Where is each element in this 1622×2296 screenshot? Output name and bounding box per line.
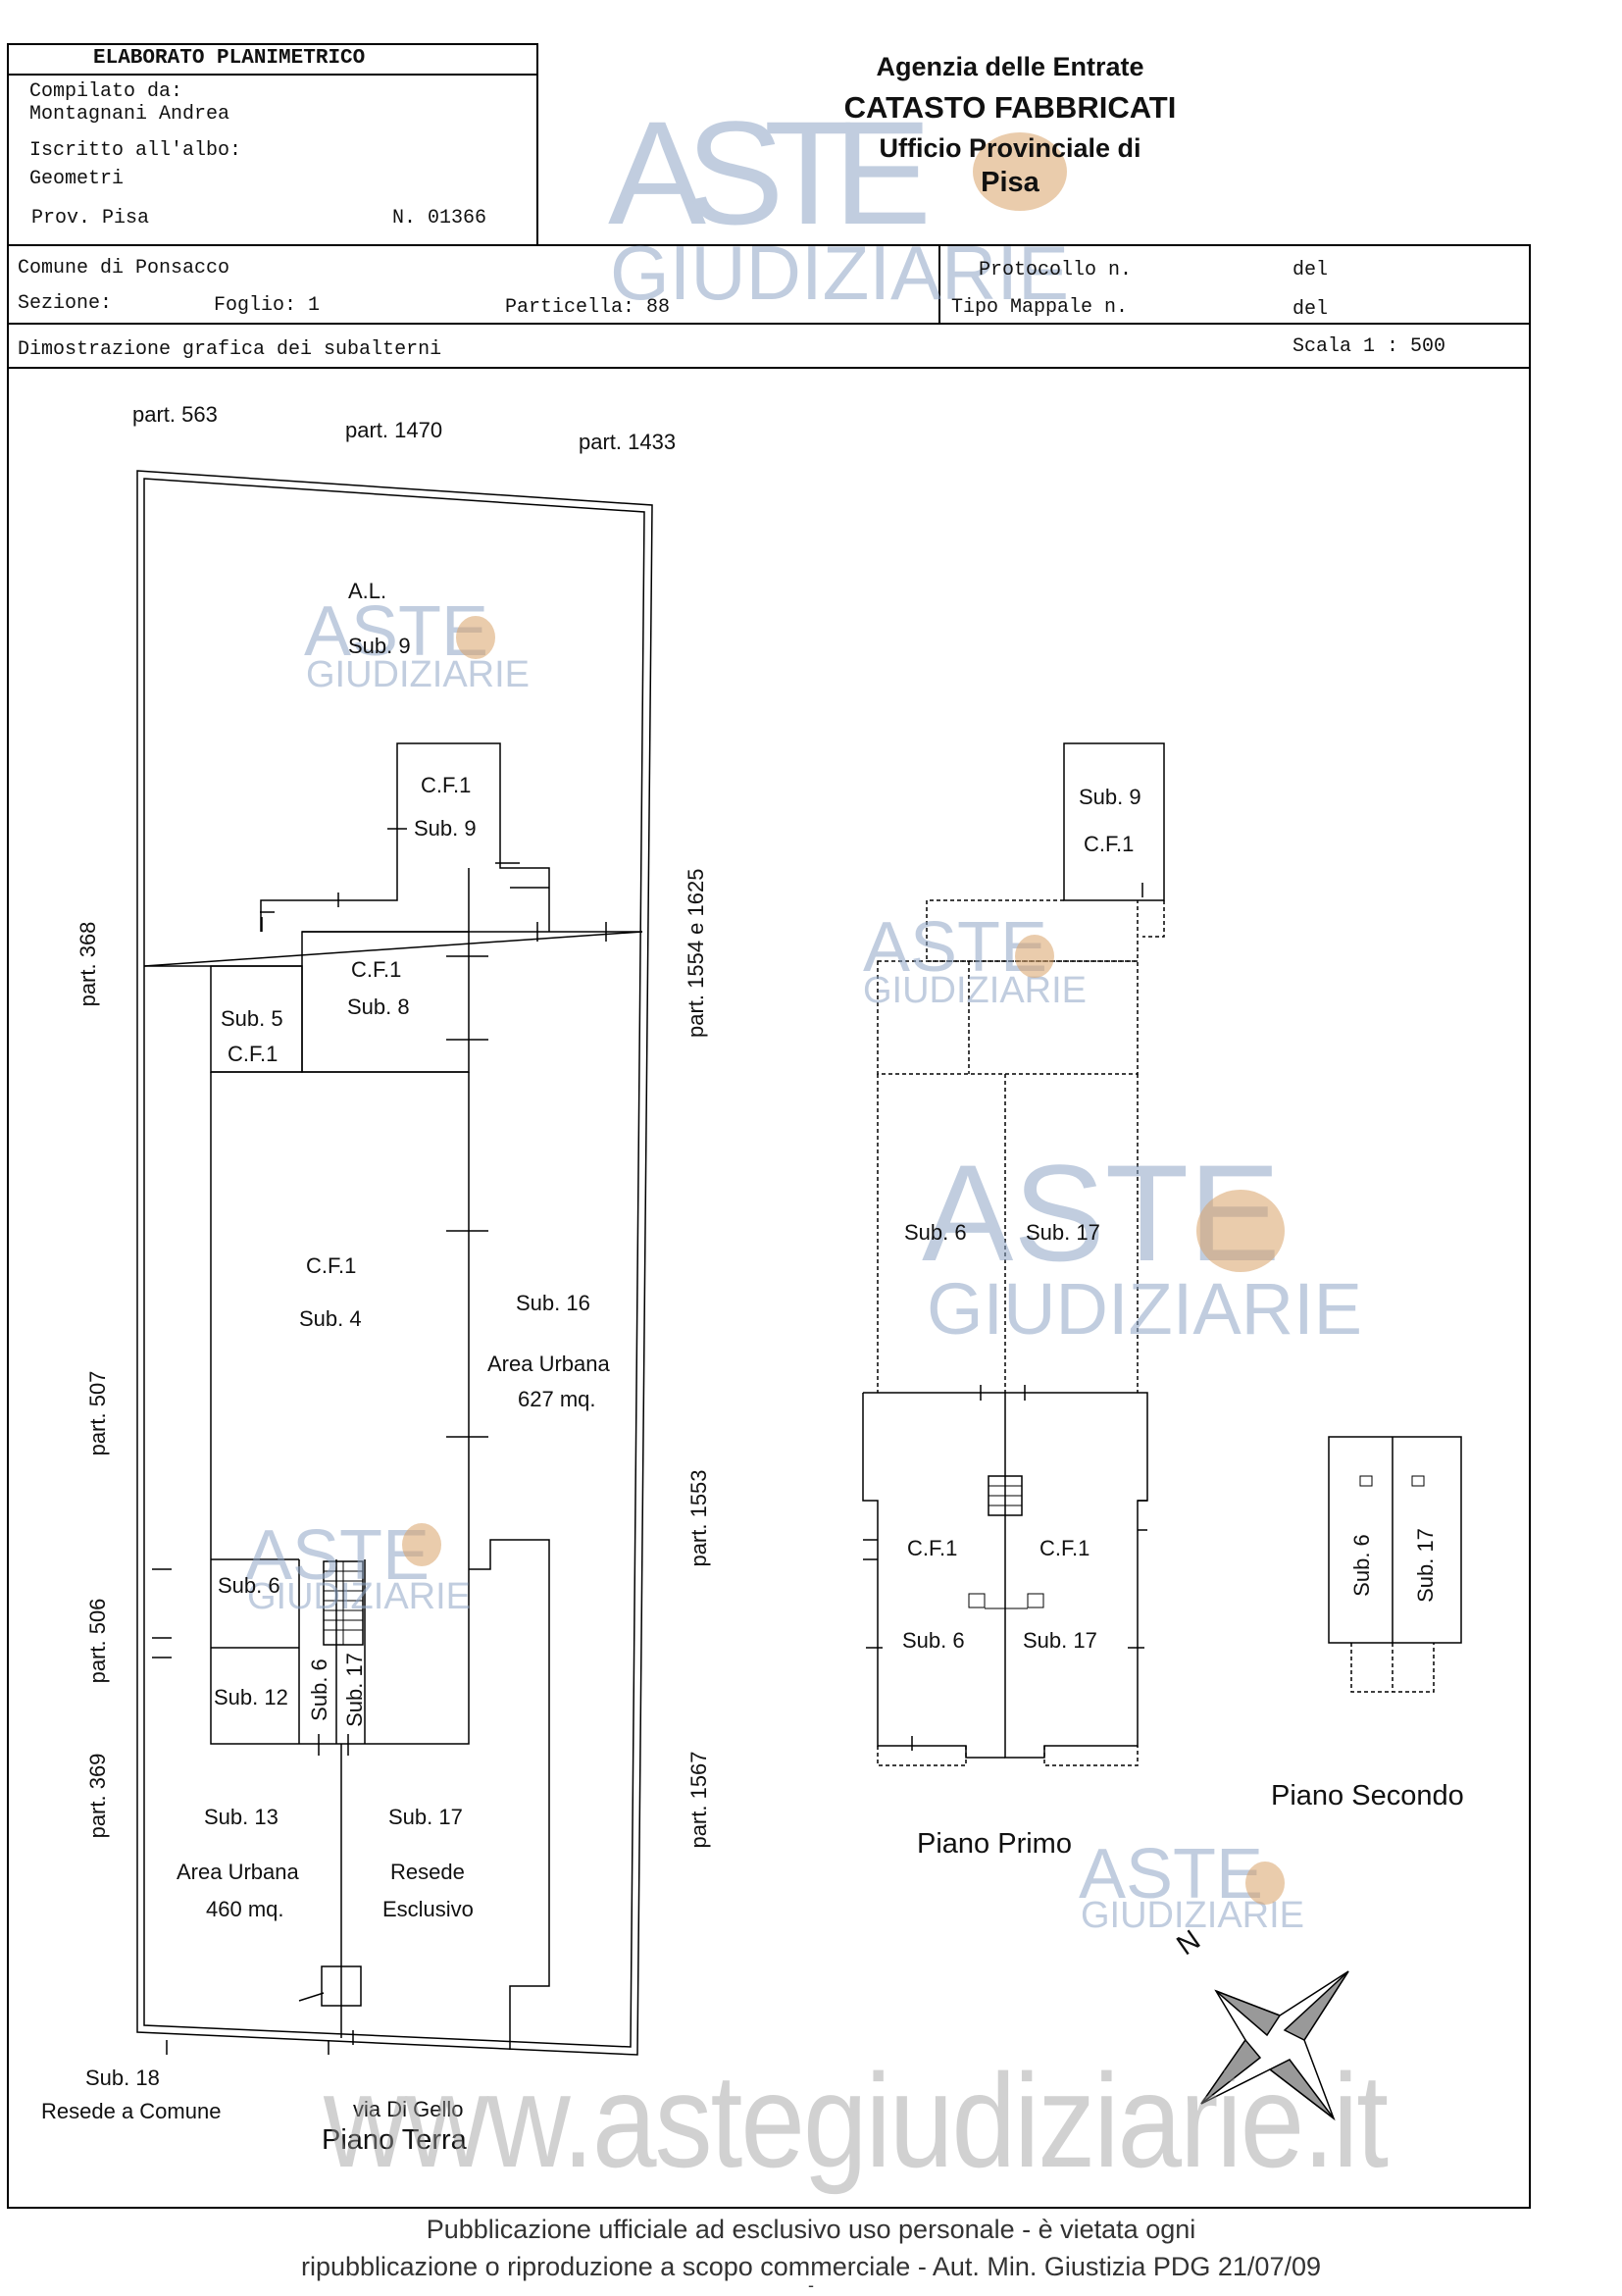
sub6-ground-label: Sub. 6 [218,1573,280,1598]
first-floor-sub6-room-label: Sub. 6 [902,1628,965,1653]
sub5-label: Sub. 5 [221,1006,283,1031]
first-floor-title: Piano Primo [917,1828,1072,1860]
footer-line-1: Pubblicazione ufficiale ad esclusivo uso… [426,2215,1196,2244]
area-urbana-627-label: Area Urbana [487,1352,610,1376]
parcel-368-label: part. 368 [76,921,100,1007]
svg-text:ASTE: ASTE [1079,1835,1263,1913]
svg-text:ASTE: ASTE [245,1516,430,1595]
sub16-label: Sub. 16 [516,1291,590,1315]
sub6-vertical-label: Sub. 6 [307,1658,331,1721]
parcel-1433-label: part. 1433 [579,430,677,454]
svg-text:GIUDIZIARIE: GIUDIZIARIE [863,970,1087,1011]
protocollo-date-label: del [1293,259,1329,281]
office-city: Pisa [981,167,1039,198]
parcel-563-label: part. 563 [132,402,218,427]
svg-text:GIUDIZIARIE: GIUDIZIARIE [306,654,530,695]
sub18-label: Sub. 18 [85,2066,160,2090]
esclusivo-label: Esclusivo [382,1897,474,1921]
area-460-mq-label: 460 mq. [206,1897,284,1921]
sub17-ground-label: Sub. 17 [388,1805,463,1829]
svg-text:GIUDIZIARIE: GIUDIZIARIE [247,1576,471,1617]
document-title: ELABORATO PLANIMETRICO [93,47,366,70]
agency-name: Agenzia delle Entrate [876,52,1144,81]
cf1-sub8-label: C.F.1 [351,957,402,982]
resede-label: Resede [390,1860,465,1884]
sub8-label: Sub. 8 [347,995,410,1019]
section-title: Dimostrazione grafica dei subalterni [18,338,442,361]
sezione-label: Sezione: [18,292,113,315]
first-floor-sub6-label: Sub. 6 [904,1220,967,1245]
drawing-frame [7,367,1531,2209]
first-floor-sub17-label: Sub. 17 [1026,1220,1100,1245]
comune-label: Comune di Ponsacco [18,257,230,280]
first-floor-cf1-right-label: C.F.1 [1039,1536,1090,1560]
compiled-label: Compilato da: [29,80,183,103]
registration-number: N. 01366 [392,207,487,230]
cf1-sub5-label: C.F.1 [228,1042,279,1066]
ground-floor-plan [136,470,653,2056]
sub9-courtyard-label: Sub. 9 [348,634,411,658]
first-floor-sub17-room-label: Sub. 17 [1023,1628,1097,1653]
registered-value: Geometri [29,168,125,190]
first-floor-cf1-label: C.F.1 [1084,832,1135,856]
registered-label: Iscritto all'albo: [29,139,242,162]
second-floor-sub6-label: Sub. 6 [1349,1534,1374,1597]
north-arrow-icon [1200,1970,1349,2121]
al-label: A.L. [348,579,387,603]
sub9-upper-label: Sub. 9 [414,816,477,841]
watermark-logos: ASTE GIUDIZIARIE ASTE GIUDIZIARIE ASTE G… [245,90,1362,1936]
parcel-1567-label: part. 1567 [686,1751,711,1849]
first-floor-sub9-label: Sub. 9 [1079,785,1141,809]
tipo-mappale-label: Tipo Mappale n. [951,296,1129,319]
second-floor-title: Piano Secondo [1271,1780,1464,1811]
watermark-url: www.astegiudiziarie.it [324,2047,1389,2196]
sub13-label: Sub. 13 [204,1805,279,1829]
sub17-vertical-label: Sub. 17 [342,1653,367,1727]
footer-line-3: - [808,2275,814,2295]
cf1-upper-label: C.F.1 [421,773,472,797]
svg-text:ASTE: ASTE [863,908,1047,987]
cadastre-title: CATASTO FABBRICATI [843,90,1177,125]
foglio-label: Foglio: 1 [214,294,321,317]
footer-line-2: ripubblicazione o riproduzione a scopo c… [300,2252,1321,2281]
second-floor-plan [1328,1436,1462,1693]
cf1-sub4-label: C.F.1 [306,1253,357,1278]
scale-label: Scala 1 : 500 [1293,335,1446,358]
particella-label: Particella: 88 [505,296,671,319]
area-627-mq-label: 627 mq. [518,1387,596,1411]
sub4-label: Sub. 4 [299,1306,362,1331]
office-label: Ufficio Provinciale di [879,133,1141,163]
parcel-507-label: part. 507 [85,1370,110,1456]
parcel-1470-label: part. 1470 [345,418,443,442]
svg-text:GIUDIZIARIE: GIUDIZIARIE [610,230,1069,316]
parcel-1554-label: part. 1554 e 1625 [684,868,708,1038]
second-floor-sub17-label: Sub. 17 [1413,1528,1438,1603]
svg-text:ASTE: ASTE [608,90,932,255]
parcel-369-label: part. 369 [85,1753,110,1839]
parcel-506-label: part. 506 [85,1598,110,1684]
ground-floor-title: Piano Terra [322,2124,467,2156]
tipo-mappale-date-label: del [1293,298,1329,321]
svg-text:GIUDIZIARIE: GIUDIZIARIE [927,1268,1362,1350]
street-label: via Di Gello [353,2097,464,2121]
resede-comune-label: Resede a Comune [41,2099,222,2123]
parcel-1553-label: part. 1553 [686,1469,711,1567]
sub12-label: Sub. 12 [214,1685,288,1709]
compiler-name: Montagnani Andrea [29,103,230,126]
first-floor-cf1-left-label: C.F.1 [907,1536,958,1560]
province-label: Prov. Pisa [31,207,150,230]
area-urbana-460-label: Area Urbana [177,1860,299,1884]
first-floor-plan [862,742,1165,1766]
protocollo-label: Protocollo n. [979,259,1133,281]
